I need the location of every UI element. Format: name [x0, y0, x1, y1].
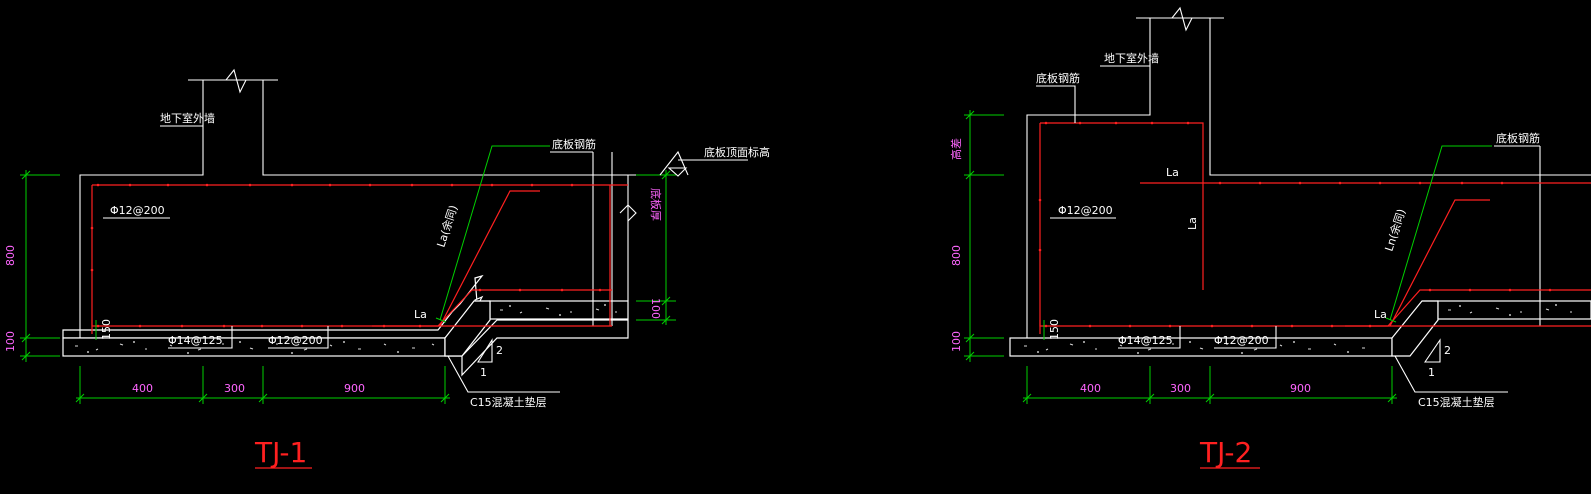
- label-wall: 地下室外墙: [160, 111, 215, 125]
- structure-outline: [79, 68, 660, 338]
- detail-title: TJ-1: [254, 436, 307, 469]
- leader-lines: [103, 125, 748, 393]
- label-slope-2: 2: [496, 344, 503, 357]
- label-rebar-1: Φ12@200: [110, 204, 165, 217]
- label-la-diagonal: La(余同): [434, 203, 461, 249]
- dim-300: 300: [224, 382, 245, 395]
- rebar-lines: [90, 183, 628, 334]
- labels-tj-2: 地下室外墙 底板钢筋 底板钢筋 Ln(余同) La La La Φ12@200 …: [949, 51, 1540, 469]
- dimension-lines: [20, 145, 676, 404]
- label-rebar-3: Φ12@200: [268, 334, 323, 347]
- dim-100-right: 100: [649, 298, 662, 319]
- label-slope-2: 2: [1444, 344, 1451, 357]
- dim-900: 900: [1290, 382, 1311, 395]
- detail-title: TJ-2: [1199, 436, 1252, 469]
- label-cushion: C15混凝土垫层: [470, 395, 547, 409]
- label-rebar-1: Φ12@200: [1058, 204, 1113, 217]
- dimension-lines: [964, 110, 1492, 404]
- rebar-lines: [1038, 121, 1591, 334]
- label-la-diagonal: Ln(余同): [1382, 207, 1409, 253]
- cushion-layer: [1009, 300, 1591, 357]
- label-bottom-rebar: 底板钢筋: [552, 137, 596, 151]
- dim-900: 900: [344, 382, 365, 395]
- label-wall: 地下室外墙: [1104, 51, 1159, 65]
- label-slab-top-elevation: 底板顶面标高: [704, 145, 770, 159]
- label-la-vertical: La: [1186, 217, 1199, 230]
- labels-tj-1: 地下室外墙 底板钢筋 底板顶面标高 底板厚 La(余同) La Φ12@200 …: [4, 111, 770, 469]
- label-slab-thickness: 底板厚: [649, 188, 663, 221]
- dim-400: 400: [132, 382, 153, 395]
- rebar-dots: [1038, 121, 1552, 328]
- label-slope-1: 1: [1428, 366, 1435, 379]
- label-la-bottom: La: [1374, 308, 1387, 321]
- dim-height-difference: 高差: [949, 138, 963, 160]
- leader-lines: [1036, 65, 1540, 393]
- label-slope-1: 1: [480, 366, 487, 379]
- detail-tj-2: 地下室外墙 底板钢筋 底板钢筋 Ln(余同) La La La Φ12@200 …: [949, 6, 1591, 469]
- dim-800: 800: [950, 245, 963, 266]
- label-bottom-rebar-right: 底板钢筋: [1496, 131, 1540, 145]
- rebar-dots: [90, 183, 602, 328]
- label-rebar-2: Φ14@125: [1118, 334, 1173, 347]
- dim-300: 300: [1170, 382, 1191, 395]
- label-la-top: La: [1166, 166, 1179, 179]
- dim-150: 150: [1048, 319, 1061, 340]
- structure-outline: [1026, 6, 1591, 338]
- dim-400: 400: [1080, 382, 1101, 395]
- dim-100-left: 100: [950, 331, 963, 352]
- detail-tj-1: 地下室外墙 底板钢筋 底板顶面标高 底板厚 La(余同) La Φ12@200 …: [4, 68, 770, 469]
- dim-100-left: 100: [4, 331, 17, 352]
- dim-800: 800: [4, 245, 17, 266]
- label-rebar-3: Φ12@200: [1214, 334, 1269, 347]
- label-cushion: C15混凝土垫层: [1418, 395, 1495, 409]
- label-rebar-2: Φ14@125: [168, 334, 223, 347]
- label-bottom-rebar-top: 底板钢筋: [1036, 71, 1080, 85]
- label-la: La: [414, 308, 427, 321]
- dim-150: 150: [100, 319, 113, 340]
